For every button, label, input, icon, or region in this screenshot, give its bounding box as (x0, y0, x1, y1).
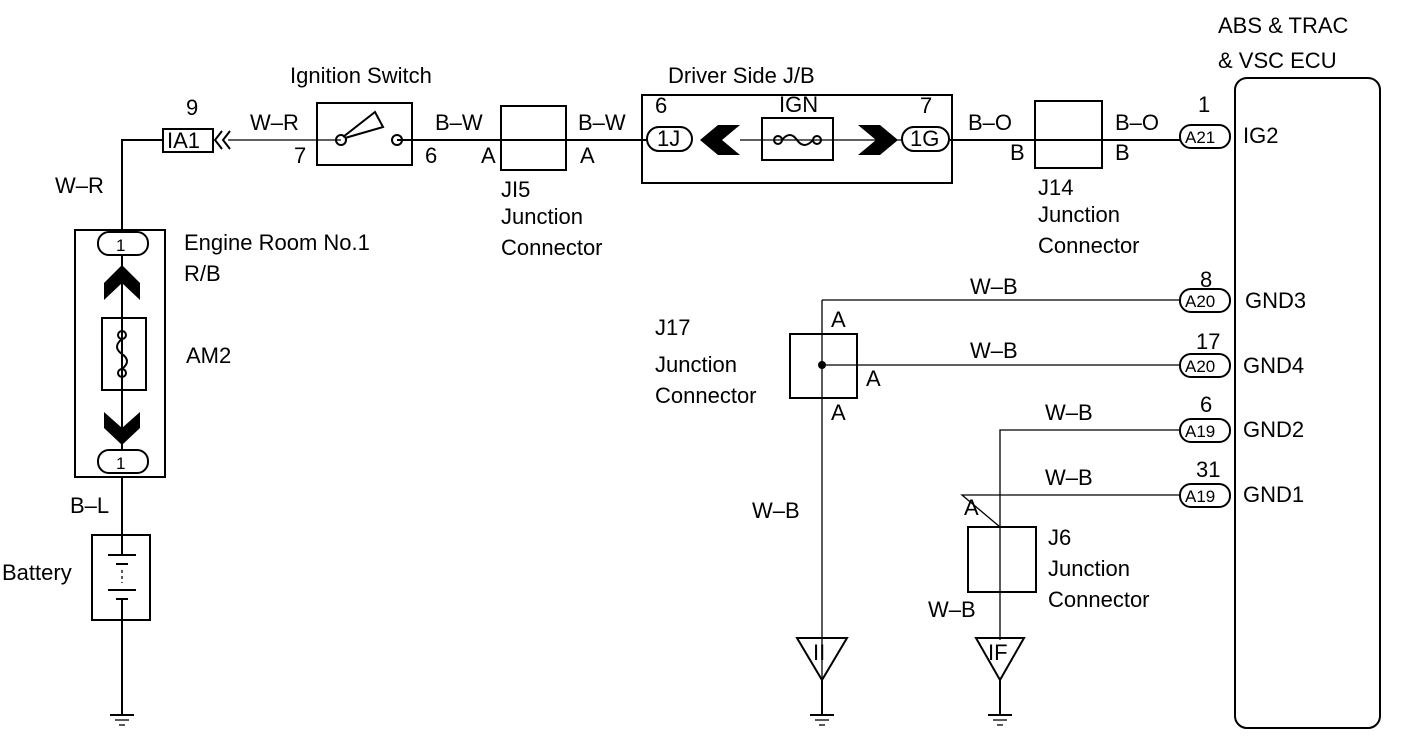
pin-label: A (964, 495, 979, 520)
pin-label: 7 (294, 143, 306, 168)
ground-icon (810, 714, 834, 726)
driver-side-jb: Driver Side J/B 6 1J IGN 7 1G (641, 63, 953, 184)
wire-label: W–R (250, 110, 299, 135)
pin-label: B (1010, 140, 1025, 165)
fuse-label: AM2 (186, 343, 231, 368)
chevron-down-icon (104, 412, 140, 445)
pin-name: GND4 (1243, 353, 1304, 378)
battery-label: Battery (2, 560, 72, 585)
ground-ii: II (795, 637, 849, 726)
pin-label: 7 (920, 93, 932, 118)
abs-trac-vsc-ecu: ABS & TRAC & VSC ECU (1218, 13, 1381, 729)
ecu-pin-gnd3: W–B 8 A20 GND3 (822, 267, 1306, 313)
pin-name: GND3 (1245, 288, 1306, 313)
pin-number: 8 (1200, 267, 1212, 292)
label: Junction (655, 352, 737, 377)
pin-name: GND2 (1243, 417, 1304, 442)
label: Junction (501, 204, 583, 229)
pin-label: 1 (116, 236, 125, 255)
j6-id: J6 (1048, 525, 1071, 550)
connector-label: A20 (1185, 292, 1215, 311)
pin-label: A (866, 366, 881, 391)
engine-room-rb: 1 1 Engine Room No.1 R/B AM2 (74, 229, 370, 478)
wire-label: B–O (968, 110, 1012, 135)
wire-label-w-r: W–R (55, 173, 104, 198)
pin-number: 31 (1196, 457, 1220, 482)
pin-name: GND1 (1243, 482, 1304, 507)
pin-name: IG2 (1243, 123, 1278, 148)
chevron-up-icon (104, 265, 140, 300)
label: Connector (1038, 233, 1140, 258)
j15-junction-connector: A B–W A JI5 Junction Connector (481, 105, 626, 260)
wire-label: W–B (970, 274, 1018, 299)
wire-label: W–B (1045, 465, 1093, 490)
engine-rb-title: Engine Room No.1 (184, 230, 370, 255)
ground-label: II (813, 640, 825, 665)
label: Connector (655, 383, 757, 408)
ground-label: IF (988, 640, 1008, 665)
pin-label: A (580, 143, 595, 168)
pin-label: 1 (116, 454, 125, 473)
pin-label: A (481, 143, 496, 168)
connector-ia1: IA1 9 W–R (55, 95, 231, 198)
j17-id: J17 (655, 315, 690, 340)
pin-number: 17 (1196, 329, 1220, 354)
pin-label: A (831, 307, 846, 332)
battery-icon (108, 535, 136, 620)
fuse-icon (781, 134, 814, 146)
pin-label: B (1115, 140, 1130, 165)
label: Connector (1048, 587, 1150, 612)
pin-label: 6 (655, 93, 667, 118)
wire-label: W–B (1045, 400, 1093, 425)
connector-label: 1J (657, 126, 680, 151)
j6-junction-connector: A J6 Junction Connector W–B (928, 495, 1150, 622)
j15-id: JI5 (501, 177, 530, 202)
ecu-pin-ig2: 1 A21 IG2 (1179, 92, 1278, 149)
pin-label: 6 (425, 143, 437, 168)
ecu-pin-gnd1: W–B 31 A19 GND1 (960, 457, 1304, 528)
label: Junction (1038, 202, 1120, 227)
ia1-label: IA1 (167, 128, 200, 153)
driver-jb-title: Driver Side J/B (668, 63, 815, 88)
pin-label: A (831, 400, 846, 425)
connector-label: A19 (1185, 487, 1215, 506)
connector-label: 1G (910, 126, 939, 151)
top-wiring (121, 139, 1180, 230)
j17-junction-connector: A A A J17 Junction Connector W–B (655, 300, 881, 680)
ecu-title-line2: & VSC ECU (1218, 48, 1337, 73)
wire-label: B–W (435, 110, 483, 135)
ignition-switch-title: Ignition Switch (290, 63, 432, 88)
connector-label: A21 (1185, 128, 1215, 147)
connector-label: A19 (1185, 422, 1215, 441)
ecu-pin-gnd4: W–B 17 A20 GND4 (822, 329, 1304, 378)
ignition-switch: Ignition Switch W–R 7 6 B–W (250, 63, 483, 168)
ecu-title-line1: ABS & TRAC (1218, 13, 1349, 38)
ia1-pin: 9 (186, 95, 198, 120)
chevron-left-icon (700, 125, 740, 155)
engine-rb-title: R/B (184, 261, 221, 286)
ecu-pin-gnd2: W–B 6 A19 GND2 (999, 392, 1304, 640)
label: Connector (501, 235, 603, 260)
pin-number: 1 (1198, 92, 1210, 117)
fuse-label: IGN (779, 92, 818, 117)
ground-if: IF (974, 637, 1026, 726)
j14-junction-connector: B–O B B–O B J14 Junction Connector (968, 100, 1159, 258)
wire-label: W–B (970, 338, 1018, 363)
wire-label: B–L (70, 493, 109, 518)
chevron-right-icon (858, 125, 898, 155)
connector-label: A20 (1185, 357, 1215, 376)
label: Junction (1048, 556, 1130, 581)
ground-icon (110, 714, 134, 726)
wire-label: B–W (578, 110, 626, 135)
wire-label: W–B (752, 498, 800, 523)
wire-label: W–B (928, 597, 976, 622)
fuse-icon (116, 338, 128, 370)
pin-number: 6 (1200, 392, 1212, 417)
wire-label: B–O (1115, 110, 1159, 135)
j14-id: J14 (1038, 175, 1073, 200)
ground-icon (988, 714, 1012, 726)
battery: B–L Battery (2, 477, 151, 726)
